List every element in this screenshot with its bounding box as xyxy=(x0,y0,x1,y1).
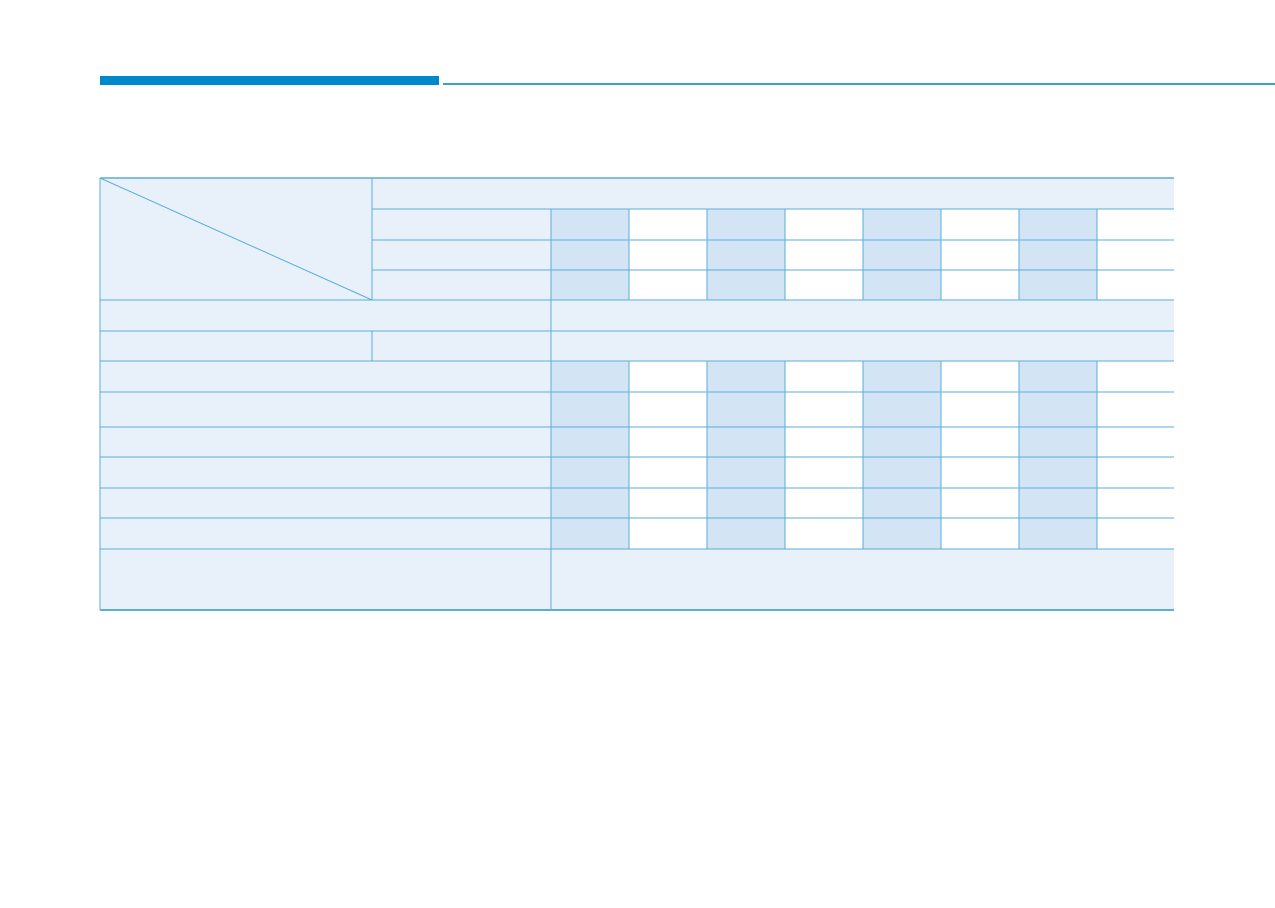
header-value-cell xyxy=(707,209,785,300)
header-value-cell xyxy=(941,209,1019,300)
header-value-cell xyxy=(629,209,707,300)
header-value-cell xyxy=(1097,209,1174,300)
body-value-cell xyxy=(629,361,707,549)
header-value-cell xyxy=(551,209,629,300)
body-value-cell xyxy=(1097,361,1174,549)
body-value-cell xyxy=(863,361,941,549)
body-value-cell xyxy=(941,361,1019,549)
header-value-cell xyxy=(863,209,941,300)
body-value-cell xyxy=(707,361,785,549)
header-value-cell xyxy=(785,209,863,300)
body-value-cell xyxy=(551,361,629,549)
header-diagonal xyxy=(99,177,373,301)
body-value-cell xyxy=(1019,361,1097,549)
header-value-cell xyxy=(1019,209,1097,300)
section-title-rule xyxy=(443,83,1275,85)
body-value-cell xyxy=(785,361,863,549)
section-title-bar xyxy=(100,76,439,85)
